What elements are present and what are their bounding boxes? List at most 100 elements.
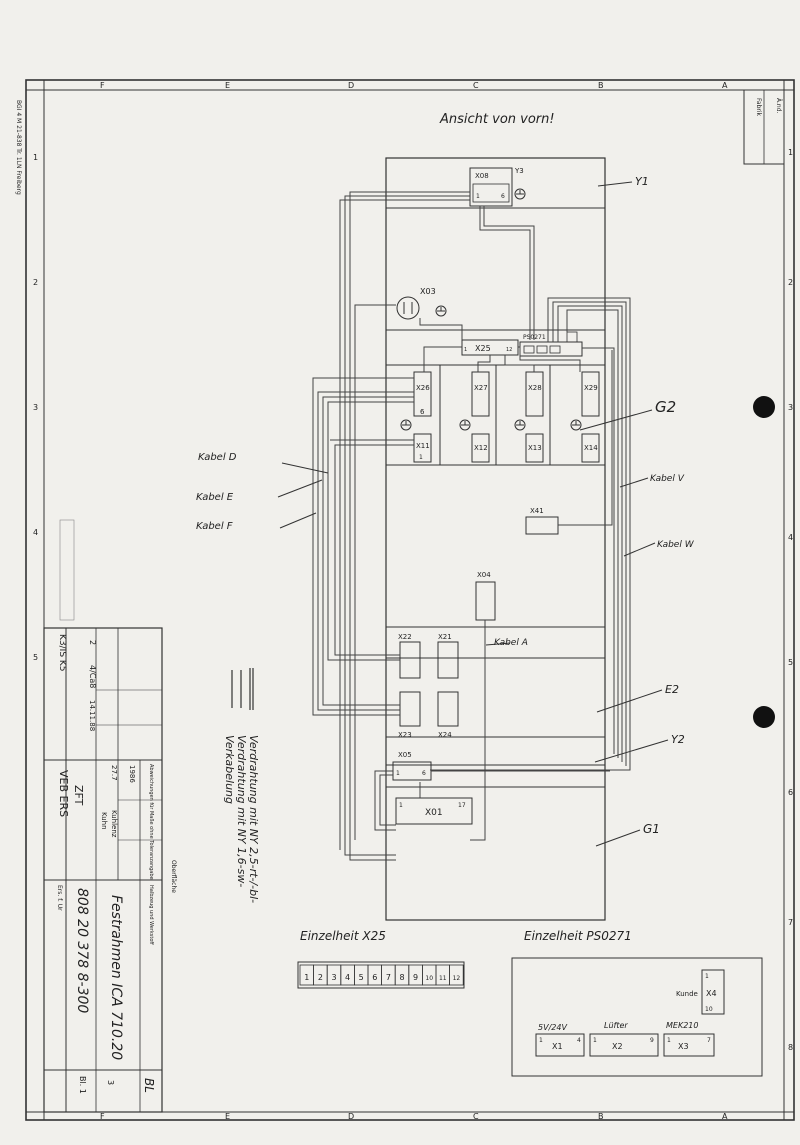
connector-x14 xyxy=(581,433,600,463)
x25-terminal-number: 4 xyxy=(345,973,350,982)
cable-label-w: Kabel W xyxy=(657,540,695,550)
svg-text:1: 1 xyxy=(539,1037,543,1044)
connector-label: X21 xyxy=(438,633,452,641)
col-letter: D xyxy=(348,1112,354,1121)
col-letter: D xyxy=(348,81,354,90)
svg-text:1: 1 xyxy=(476,193,480,200)
connector-x23 xyxy=(399,691,421,727)
wiring-lines xyxy=(312,191,631,861)
connector-x27 xyxy=(471,371,490,417)
svg-text:6: 6 xyxy=(501,193,505,200)
detail-ps0271-frame xyxy=(511,957,763,1077)
row-number: 8 xyxy=(788,1043,793,1052)
row-number: 3 xyxy=(788,403,793,412)
svg-text:4: 4 xyxy=(577,1037,581,1044)
connector-label: X3 xyxy=(678,1042,689,1051)
connector-label: X22 xyxy=(398,633,412,641)
connector-label: X27 xyxy=(474,384,488,392)
col-letter: F xyxy=(100,81,105,90)
connector-label: X14 xyxy=(584,444,598,452)
svg-text:1: 1 xyxy=(705,973,709,980)
frame-label-e2: E2 xyxy=(665,683,679,696)
x25-terminal-number: 2 xyxy=(318,973,323,982)
x25-terminal-number: 6 xyxy=(372,973,377,982)
connector-x28 xyxy=(525,371,544,417)
connector-label: X04 xyxy=(477,571,491,579)
svg-text:1: 1 xyxy=(593,1037,597,1044)
pin-label: 6 xyxy=(420,408,425,416)
frame-label-y2: Y2 xyxy=(671,733,685,746)
change-date: 14.11.88 xyxy=(88,700,96,731)
connector-x41 xyxy=(525,516,559,535)
col-letter: C xyxy=(473,81,479,90)
tolerance-note: Abweichungen für Maße ohne Toleranzangab… xyxy=(148,764,154,880)
connector-label: X05 xyxy=(398,751,412,759)
connector-label: X2 xyxy=(612,1042,623,1051)
connector-label: X01 xyxy=(425,808,443,818)
row-number: 5 xyxy=(33,653,38,662)
change-number: 2 xyxy=(88,640,97,645)
svg-text:7: 7 xyxy=(707,1037,711,1044)
detail-x25-title: Einzelheit X25 xyxy=(300,929,386,943)
connector-label: X08 xyxy=(475,172,489,180)
detail-x25-terminal-strip xyxy=(297,961,465,989)
col-letter: A xyxy=(722,81,728,90)
svg-text:1: 1 xyxy=(464,347,467,353)
drafter-name: Kuhlenz xyxy=(110,810,118,838)
cable-label-d: Kabel D xyxy=(198,452,237,463)
margin-print: BGI 4 M 21-838 Tr. 1LN Freiberg xyxy=(15,100,22,195)
drawing-title: Festrahmen ICA 710.20 xyxy=(108,895,124,1060)
connector-x08 xyxy=(469,167,513,207)
change-box-label: Ä.nd. xyxy=(775,98,782,114)
row-number: 7 xyxy=(788,918,793,927)
legend-line-2: Verdrahtung mit NY 1,6-sw- xyxy=(235,735,248,887)
legend-line-1: Verdrahtung mit NY 2,5-rt-/-bl- xyxy=(247,735,260,903)
surface-label: Oberfläche xyxy=(170,860,177,893)
connector-label: X26 xyxy=(416,384,430,392)
material-label: Halbzeug und Werkstoff xyxy=(148,885,154,945)
col-letter: B xyxy=(598,81,604,90)
row-number: 2 xyxy=(33,278,38,287)
svg-text:9: 9 xyxy=(650,1037,654,1044)
x25-terminal-number: 1 xyxy=(304,973,309,982)
connector-x22 xyxy=(399,641,421,679)
x25-terminal-number: 5 xyxy=(359,973,364,982)
x25-terminal-number: 8 xyxy=(399,973,404,982)
connector-x2 xyxy=(589,1033,659,1057)
view-title: Ansicht von vorn! xyxy=(439,112,555,127)
connector-label: X13 xyxy=(528,444,542,452)
checker-name: Kuhn xyxy=(100,812,108,830)
connector-x21 xyxy=(437,641,459,679)
cable-label-a: Kabel A xyxy=(494,638,528,648)
x25-terminal-number: 3 xyxy=(331,973,336,982)
connector-x29 xyxy=(581,371,600,417)
x2-caption: Lüfter xyxy=(604,1021,628,1030)
punch-hole xyxy=(753,396,775,418)
col-letter: E xyxy=(225,81,230,90)
connector-label: X28 xyxy=(528,384,542,392)
title-block xyxy=(43,627,163,1113)
cable-label-f: Kabel F xyxy=(196,521,233,532)
company: VEB ERS xyxy=(57,770,70,817)
connector-x04 xyxy=(475,581,496,621)
svg-text:10: 10 xyxy=(705,1006,713,1013)
row-number: 3 xyxy=(33,403,38,412)
connector-x13 xyxy=(525,433,544,463)
row-number: 5 xyxy=(788,658,793,667)
frame-label-y1: Y1 xyxy=(635,175,649,188)
rack-frame xyxy=(385,157,606,921)
ps0271-unit xyxy=(519,341,583,357)
x25-terminal-number: 10 xyxy=(425,975,433,982)
drawing-number: 808 20 378 8-300 xyxy=(74,888,90,1013)
creation-year: 1986 xyxy=(128,765,136,783)
row-number: 2 xyxy=(788,278,793,287)
connector-label: X29 xyxy=(584,384,598,392)
col-letter: E xyxy=(225,1112,230,1121)
connector-x11 xyxy=(413,433,432,463)
row-number: 6 xyxy=(788,788,793,797)
frame-label-g1: G1 xyxy=(643,822,660,836)
connector-label: X4 xyxy=(706,989,717,998)
connector-x12 xyxy=(471,433,490,463)
change-box-label: Fabrik xyxy=(755,98,762,117)
